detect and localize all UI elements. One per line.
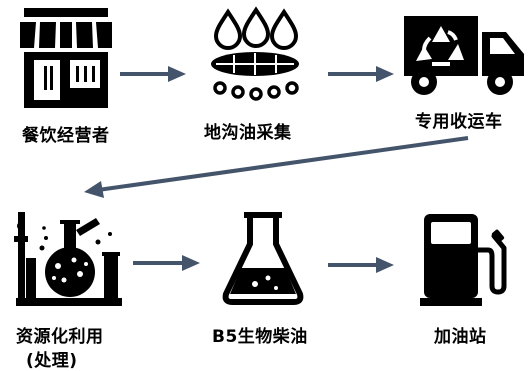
arrow-5-6 (328, 257, 394, 273)
arrow-4-5 (133, 255, 200, 271)
step-label-biodiesel: B5生物柴油 (212, 327, 308, 347)
step-label-restaurant: 餐饮经营者 (22, 126, 110, 146)
arrow-1-2 (120, 66, 186, 82)
recycling-truck-icon (404, 16, 524, 95)
flask-icon (222, 212, 304, 305)
arrow-3-4 (84, 136, 469, 198)
step-label-recycling: 资源化利用 (16, 327, 104, 347)
lab-processing-icon (14, 212, 122, 306)
step-label-gas-station: 加油站 (434, 327, 487, 347)
arrow-2-3 (328, 66, 394, 82)
fuel-pump-icon (420, 214, 507, 306)
step-label-truck: 专用收运车 (415, 112, 503, 132)
step-label-collection: 地沟油采集 (204, 123, 292, 143)
oil-collection-drops-icon (211, 6, 299, 101)
restaurant-storefront-icon (20, 8, 112, 108)
step-sublabel-processing: (处理) (26, 351, 78, 371)
